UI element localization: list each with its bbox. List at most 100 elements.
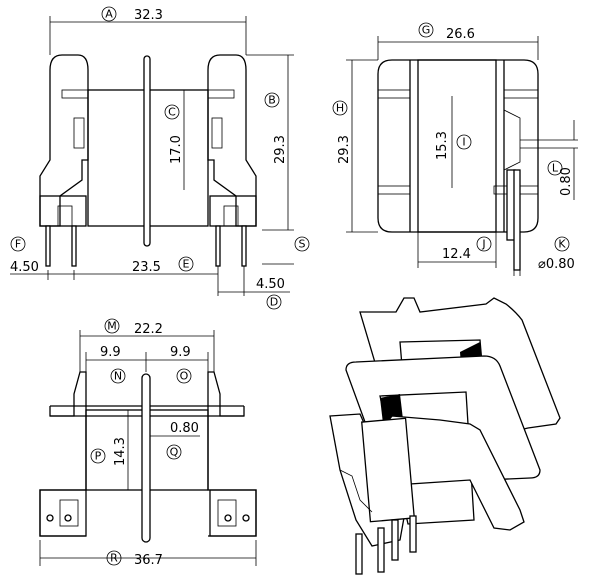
callout-Q-label: Q <box>170 446 179 459</box>
isometric-view <box>329 297 561 575</box>
top-right-flange <box>207 371 257 537</box>
dim-I-value: 15.3 <box>435 131 450 160</box>
side-outer-plate <box>377 59 539 233</box>
top-pin-hole-2 <box>64 514 72 522</box>
dim-N-value: 9.9 <box>100 345 121 360</box>
front-pin-2 <box>71 225 77 267</box>
dim-J-value: 12.4 <box>442 247 471 262</box>
iso-pin-2 <box>377 527 385 573</box>
side-left-tab-top <box>377 89 411 99</box>
front-right-base <box>209 195 257 227</box>
dim-H-value: 29.3 <box>337 135 352 164</box>
callout-E-label: E <box>183 258 190 271</box>
dim-E-value: 23.5 <box>132 260 161 275</box>
dim-B-value: 29.3 <box>273 135 288 164</box>
dim-K-value: ⌀0.80 <box>538 257 575 272</box>
front-left-tab <box>61 89 89 99</box>
callout-C <box>164 104 180 120</box>
dim-M-value: 22.2 <box>134 322 163 337</box>
front-left-pocket <box>57 205 73 227</box>
callout-J-label: J <box>481 238 485 251</box>
front-pin-3 <box>215 225 221 267</box>
callout-K <box>554 236 570 252</box>
dim-L-value: 0.80 <box>559 167 574 196</box>
callout-O-label: O <box>180 370 189 383</box>
callout-Q <box>166 444 182 460</box>
iso-pin-3 <box>391 519 399 561</box>
front-right-tab <box>207 89 235 99</box>
dim-G-value: 26.6 <box>446 27 475 42</box>
top-left-pocket <box>59 499 79 527</box>
front-right-pocket <box>223 205 239 227</box>
callout-B-label: B <box>268 94 276 107</box>
top-pin-hole-4 <box>242 514 250 522</box>
callout-D-label: D <box>270 296 278 309</box>
callout-N-label: N <box>114 370 122 383</box>
callout-H <box>332 100 348 116</box>
top-pin-hole-3 <box>224 514 232 522</box>
callout-S-label: S <box>299 238 306 251</box>
dim-A-value: 32.3 <box>134 8 163 23</box>
side-pin-right <box>513 169 521 271</box>
side-view: G 26.6 H 29.3 I 15.3 12.4 J L 0.80 K <box>332 22 578 276</box>
dim-O-value: 9.9 <box>170 345 191 360</box>
top-left-flange <box>39 371 87 537</box>
callout-G-label: G <box>422 24 431 37</box>
iso-pin-4 <box>409 515 417 553</box>
iso-edge-detail <box>339 469 373 513</box>
callout-N <box>110 368 126 384</box>
callout-O <box>176 368 192 384</box>
side-core <box>417 59 497 233</box>
side-left-tab-bottom <box>377 185 411 195</box>
dim-C-value: 17.0 <box>169 135 184 164</box>
top-right-base <box>209 489 257 537</box>
callout-F <box>10 236 26 252</box>
top-left-base <box>39 489 87 537</box>
dim-P-value: 14.3 <box>113 437 128 466</box>
iso-front-block <box>361 417 415 523</box>
callout-I <box>456 134 472 150</box>
side-notch <box>503 109 521 171</box>
dim-Q-value: 0.80 <box>170 421 199 436</box>
callout-J <box>476 236 492 252</box>
callout-K-label: K <box>558 238 566 251</box>
dim-D-value: 4.50 <box>256 277 285 292</box>
top-view: M 22.2 9.9 9.9 N O P 14.3 0.80 Q R 36.7 <box>39 318 257 568</box>
front-left-flange <box>39 54 89 227</box>
front-center-divider <box>143 55 151 247</box>
callout-L <box>547 160 563 176</box>
callout-D <box>266 294 282 310</box>
callout-L-label: L <box>552 162 559 175</box>
callout-G <box>418 22 434 38</box>
callout-E <box>178 256 194 272</box>
iso-pin-1 <box>355 533 363 575</box>
front-left-base <box>39 195 87 227</box>
callout-R-label: R <box>110 552 118 565</box>
front-view: A 32.3 B 29.3 C 17.0 S F 4.50 23.5 E <box>10 6 310 310</box>
callout-C-label: C <box>168 106 176 119</box>
callout-M-label: M <box>107 320 117 333</box>
callout-P <box>90 448 106 464</box>
front-right-slot <box>211 117 223 149</box>
side-right-tab-top <box>503 89 539 99</box>
callout-A-label: A <box>105 8 113 21</box>
dim-R-value: 36.7 <box>134 553 163 568</box>
callout-M <box>104 318 120 334</box>
top-right-pocket <box>217 499 237 527</box>
front-left-slot <box>73 117 85 149</box>
top-pin-hole-1 <box>46 514 54 522</box>
callout-P-label: P <box>95 450 102 463</box>
callout-A <box>101 6 117 22</box>
front-right-flange <box>207 54 257 227</box>
callout-I-label: I <box>462 136 465 149</box>
dim-F-value: 4.50 <box>10 260 39 275</box>
callout-B <box>264 92 280 108</box>
front-pin-1 <box>45 225 51 267</box>
callout-R <box>106 550 122 566</box>
front-pin-4 <box>241 225 247 267</box>
callout-F-label: F <box>15 238 21 251</box>
callout-H-label: H <box>336 102 344 115</box>
top-center-divider <box>141 373 151 543</box>
callout-S <box>294 236 310 252</box>
